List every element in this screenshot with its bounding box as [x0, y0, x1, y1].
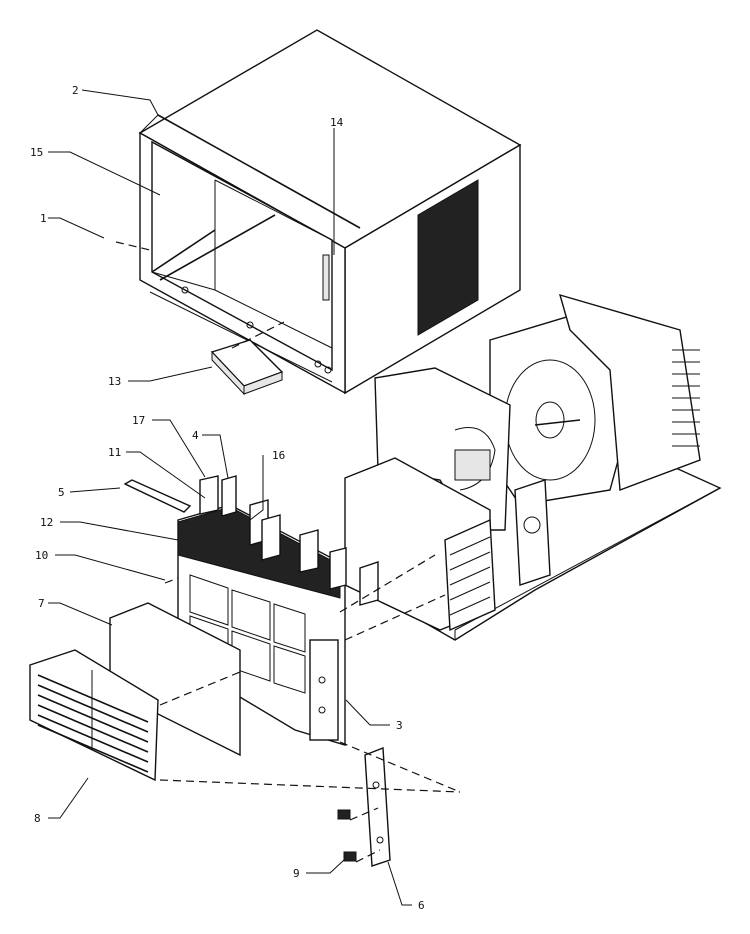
callout-6: 6	[418, 899, 425, 912]
damper-brackets	[199, 475, 379, 606]
evaporator-coil	[444, 518, 496, 632]
condenser-coil-fins	[672, 349, 700, 447]
callout-14: 14	[330, 116, 344, 129]
callout-16: 16	[272, 449, 285, 462]
leader-lines	[48, 89, 412, 906]
mounting-plate-part	[337, 747, 391, 867]
grille-part	[29, 649, 159, 782]
grille-slots	[37, 670, 149, 773]
cabinet-louvers	[417, 179, 479, 336]
callout-15: 15	[30, 146, 43, 159]
callout-5: 5	[58, 486, 65, 499]
callout-2: 2	[72, 84, 79, 97]
rod-part	[123, 479, 192, 513]
callout-3: 3	[396, 719, 403, 732]
chassis-part	[344, 293, 722, 641]
callout-12: 12	[40, 516, 53, 529]
callout-4: 4	[192, 429, 199, 442]
cabinet-part	[138, 29, 522, 395]
callout-9: 9	[293, 867, 300, 880]
callout-labels: 2 15 1 14 13 17 4 11 16 5 12 10 7 3 8 9 …	[30, 84, 425, 912]
callout-8: 8	[34, 812, 41, 825]
assembly-lines	[115, 241, 461, 863]
callout-7: 7	[38, 597, 45, 610]
callout-17: 17	[132, 414, 145, 427]
callout-10: 10	[35, 549, 48, 562]
foam-block-part	[210, 339, 284, 396]
callout-1: 1	[40, 212, 47, 225]
callout-11: 11	[108, 446, 121, 459]
callout-13: 13	[108, 375, 121, 388]
